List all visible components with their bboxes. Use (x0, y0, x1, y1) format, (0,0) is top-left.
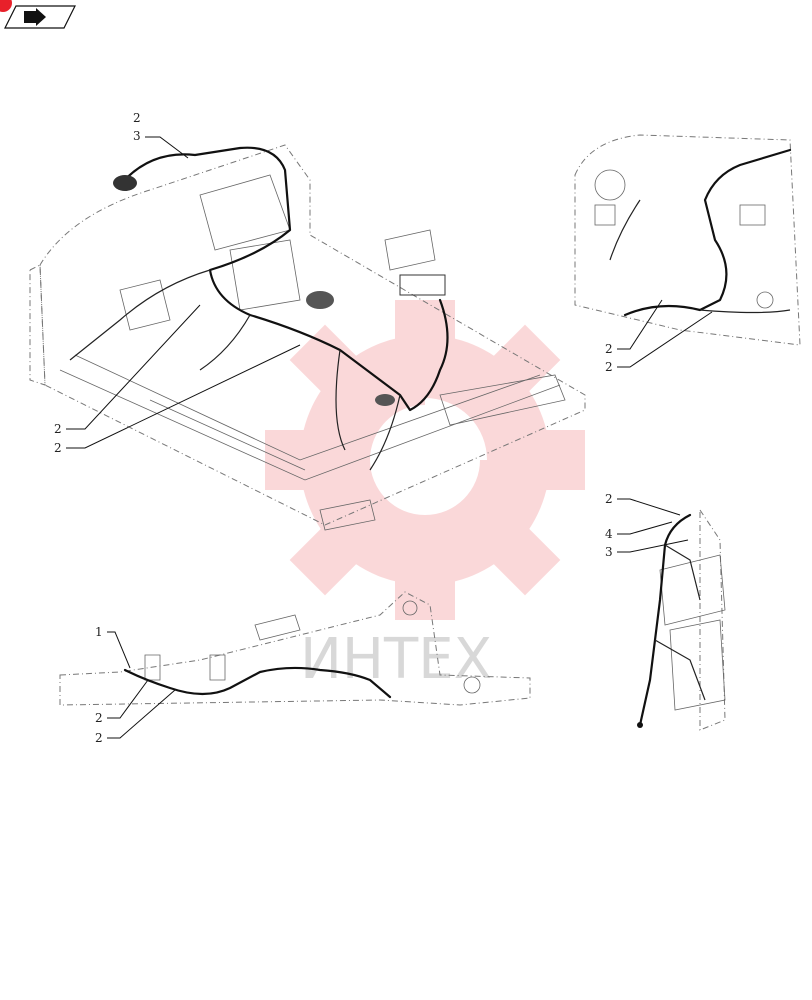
callout-label: 2 (605, 342, 613, 356)
side-view-lower (59, 591, 531, 706)
next-page-arrow-icon (4, 5, 76, 29)
detail-view-lower-right (637, 508, 726, 731)
callout-label: 1 (95, 625, 103, 639)
watermark-text: ИНТЕХ (300, 627, 492, 692)
callout-label: 2 (133, 111, 141, 125)
callout-label: 3 (605, 545, 613, 559)
callout-label: 2 (605, 360, 613, 374)
callout-label: 2 (54, 422, 62, 436)
detail-view-upper-right (574, 134, 801, 346)
callout-label: 2 (95, 731, 103, 745)
upper-right-harness-wire (623, 148, 792, 317)
main-frame-view (29, 144, 586, 531)
callout-label: 2 (95, 711, 103, 725)
callouts-side-view: 1 2 2 (95, 625, 176, 745)
side-view-harness-wire (123, 666, 392, 699)
watermark-gear-logo (265, 300, 585, 620)
callout-label: 3 (133, 129, 141, 143)
red-dot-icon (0, 0, 12, 12)
next-page-arrow-button[interactable] (4, 5, 76, 29)
callout-label: 2 (54, 441, 62, 455)
callout-label: 4 (605, 527, 613, 541)
lower-right-harness-wire (638, 513, 692, 727)
callouts-lower-right: 2 4 3 (605, 492, 689, 559)
callouts-upper-right: 2 2 (605, 299, 713, 374)
callouts-main: 2 3 2 2 (54, 111, 301, 455)
callout-label: 2 (605, 492, 613, 506)
